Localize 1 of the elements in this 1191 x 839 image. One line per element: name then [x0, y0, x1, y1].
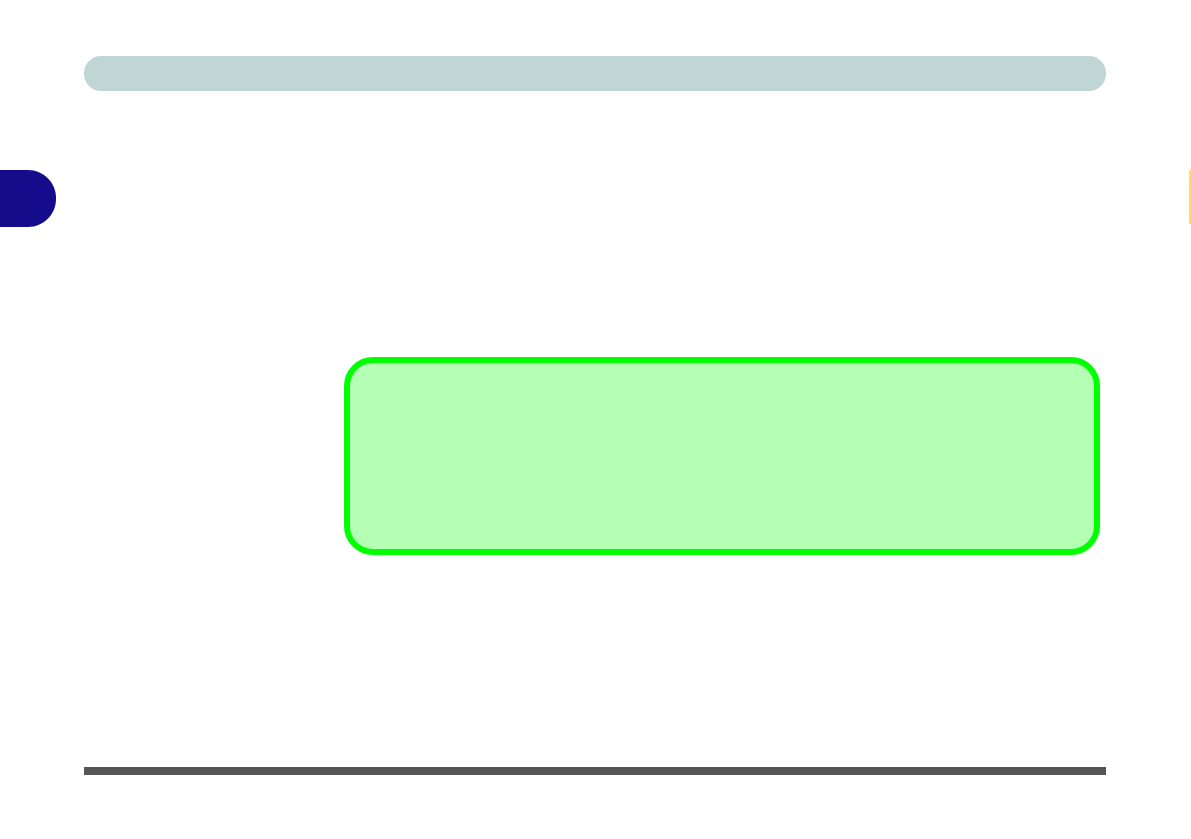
note-box: [344, 357, 1100, 555]
